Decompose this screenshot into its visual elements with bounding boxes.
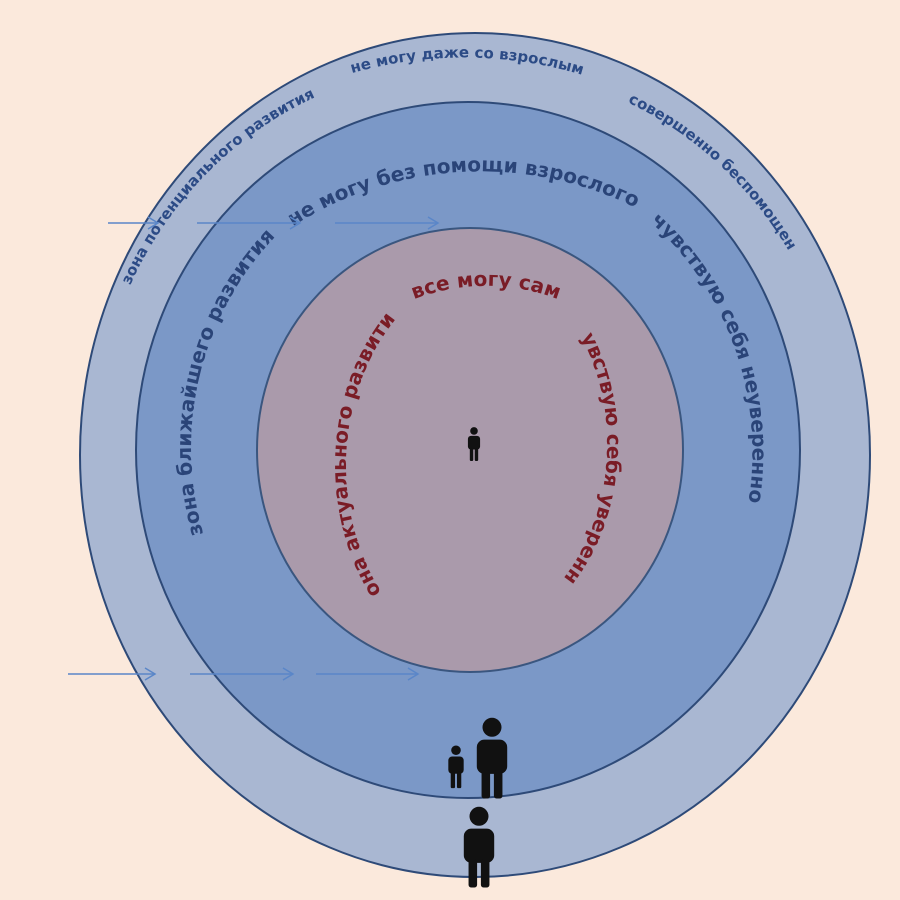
person-figure-center: [467, 427, 481, 461]
right-arrow-icon: [108, 216, 160, 230]
right-arrow-icon: [197, 216, 302, 230]
right-arrow-icon: [68, 667, 157, 681]
person-icon: [476, 717, 508, 799]
person-icon: [467, 427, 481, 461]
arrow-row-upper: [108, 216, 440, 230]
person-figure-child: [448, 745, 464, 789]
arrow-row-lower: [68, 667, 420, 681]
person-icon: [463, 806, 495, 888]
right-arrow-icon: [335, 216, 440, 230]
person-figure-lower-adult: [463, 806, 495, 888]
right-arrow-icon: [316, 667, 420, 681]
right-arrow-icon: [190, 667, 295, 681]
person-icon: [448, 745, 464, 789]
person-figure-adult: [476, 717, 508, 799]
